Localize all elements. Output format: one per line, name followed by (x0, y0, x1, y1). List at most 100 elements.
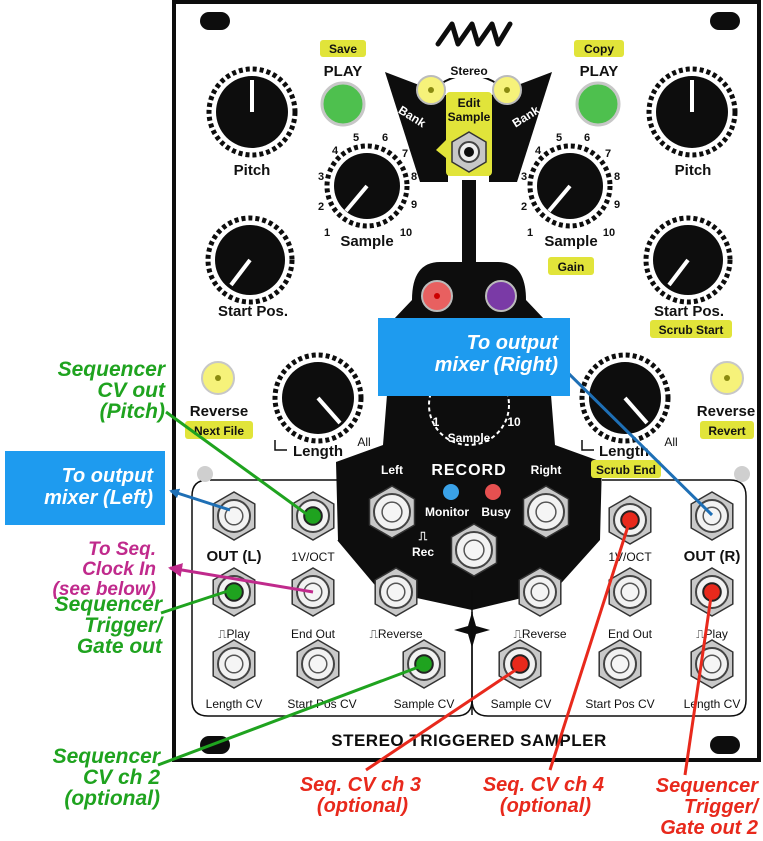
monitor-label: Monitor (425, 505, 469, 519)
seq-cv-ch3-line2: (optional) (317, 795, 408, 817)
left-sample-knob[interactable] (324, 143, 410, 229)
output-left-callout (5, 451, 165, 525)
left-dial-9: 9 (411, 199, 417, 211)
seq-cv-ch2-line (157, 663, 425, 767)
right-sample-label: Sample (544, 233, 597, 250)
left-dial-10: 10 (400, 227, 412, 239)
right-length-scale-mark (581, 440, 594, 451)
jack-play-left[interactable] (212, 567, 256, 617)
screw-right (734, 466, 750, 482)
left-length-label: Length (293, 443, 343, 460)
jack-record-right[interactable] (522, 485, 570, 539)
next-file-label: Next File (194, 424, 244, 438)
left-pitch-knob[interactable] (206, 66, 298, 158)
right-jack-frame (471, 479, 747, 717)
jack-end-out-right[interactable] (608, 567, 652, 617)
copy-tag (574, 40, 624, 57)
output-left-line1: To output (62, 465, 155, 487)
seq-trigger-line1: Sequencer (55, 593, 164, 616)
jack-start-pos-cv-left[interactable] (296, 639, 340, 689)
jack-voct-left[interactable] (291, 491, 335, 541)
to-seq-clock-line3: (see below) (53, 579, 156, 600)
right-reverse-led-dot (724, 375, 730, 381)
right-length-label: Length (599, 443, 649, 460)
right-dial-3: 3 (521, 171, 527, 183)
seq-trigger-line3: Gate out (77, 635, 163, 658)
gain-label: Gain (558, 260, 585, 274)
center-dial-1: 1 (433, 415, 440, 429)
left-level-led-dot (434, 293, 440, 299)
to-seq-clock-line1: To Seq. (88, 539, 156, 560)
stereo-label-bg (447, 64, 491, 78)
right-sample-knob[interactable] (527, 143, 613, 229)
record-title: RECORD (431, 462, 506, 479)
seq-cv-ch4-line2: (optional) (500, 795, 591, 817)
mounting-slot (200, 12, 230, 30)
right-start-pos-cv-label: Start Pos CV (585, 697, 654, 711)
left-sample-cv-label: Sample CV (394, 697, 455, 711)
right-dial-1: 1 (527, 227, 533, 239)
center-sample-label: Sample (448, 431, 491, 445)
right-level-led (485, 280, 517, 312)
right-play-jack-label: ⎍Play (696, 627, 728, 641)
seq-cv-ch2-line1: Sequencer (53, 745, 162, 768)
mounting-slot (710, 736, 740, 754)
record-right-label: Right (531, 463, 562, 477)
scrub-end-label: Scrub End (596, 463, 656, 477)
monitor-led (443, 484, 459, 500)
gain-tag (548, 257, 594, 275)
jack-start-pos-cv-right[interactable] (598, 639, 642, 689)
right-sample-cv-label: Sample CV (491, 697, 552, 711)
stereo-label: Stereo (450, 64, 487, 78)
right-pitch-label: Pitch (675, 162, 712, 179)
busy-label: Busy (481, 505, 511, 519)
right-reverse-label: Reverse (697, 403, 755, 420)
right-end-out-label: End Out (608, 627, 653, 641)
jack-reverse-left[interactable] (374, 567, 418, 617)
jack-reverse-right[interactable] (518, 567, 562, 617)
right-dial-2: 2 (521, 201, 527, 213)
seq-cv-ch2-line2: CV ch 2 (83, 766, 160, 789)
left-reverse-label: Reverse (190, 403, 248, 420)
right-start-pos-label: Start Pos. (654, 303, 724, 320)
left-dial-8: 8 (411, 171, 417, 183)
center-dial-10: 10 (507, 415, 521, 429)
jack-sample-cv-left[interactable] (402, 639, 446, 689)
right-play-button[interactable] (575, 81, 621, 127)
left-length-knob[interactable] (272, 352, 364, 444)
left-reverse-jack-label: ⎍Reverse (369, 627, 422, 641)
revert-tag (700, 421, 754, 439)
seq-cv-out-line2: CV out (97, 379, 166, 402)
stereo-led-right-dot (504, 87, 510, 93)
right-pitch-knob[interactable] (646, 66, 738, 158)
left-start-pos-knob[interactable] (205, 215, 295, 305)
seq-trigger-line2: Trigger/ (84, 614, 164, 637)
right-dial-9: 9 (614, 199, 620, 211)
output-left-arrow (169, 488, 231, 512)
left-length-scale-mark (274, 440, 287, 451)
out-right-label: OUT (R) (684, 548, 741, 565)
seq-cv-pitch-line (165, 410, 313, 520)
left-length-cv-label: Length CV (206, 697, 263, 711)
right-length-knob[interactable] (579, 352, 671, 444)
right-dial-8: 8 (614, 171, 620, 183)
left-end-out-label: End Out (291, 627, 336, 641)
jack-rec-gate[interactable] (450, 523, 498, 577)
left-dial-4: 4 (332, 145, 339, 157)
left-play-button[interactable] (320, 81, 366, 127)
right-dial-5: 5 (556, 132, 562, 144)
right-start-pos-knob[interactable] (643, 215, 733, 305)
left-play-label: PLAY (324, 63, 363, 80)
edit-sample-jack[interactable] (451, 131, 487, 173)
jack-length-cv-left[interactable] (212, 639, 256, 689)
revert-label: Revert (708, 424, 745, 438)
jack-record-left[interactable] (368, 485, 416, 539)
edit-label: Edit (458, 96, 481, 110)
left-dial-1: 1 (324, 227, 330, 239)
seq-cv-ch2-line3: (optional) (64, 787, 160, 810)
left-voct-label: 1V/OCT (291, 550, 335, 564)
seq-trigger2-line3: Gate out 2 (660, 817, 758, 839)
out-left-label: OUT (L) (207, 548, 262, 565)
left-play-jack-label: ⎍Play (218, 627, 250, 641)
